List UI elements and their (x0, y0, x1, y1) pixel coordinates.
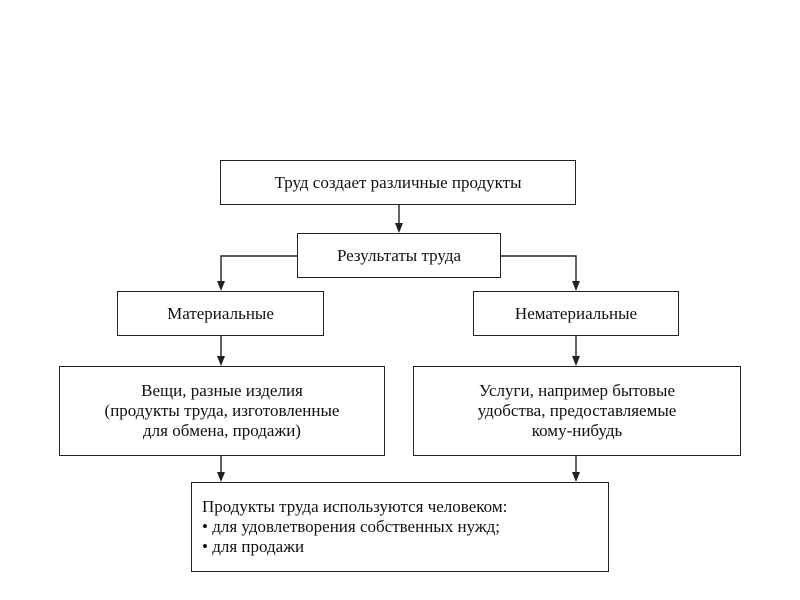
box-line: Услуги, например бытовые (478, 381, 676, 400)
usage-title: Продукты труда используются человеком: (202, 497, 508, 516)
box-nonmaterial-detail: Услуги, например бытовые удобства, предо… (413, 366, 741, 456)
usage-item: • для удовлетворения собственных нужд; (202, 517, 500, 536)
arrow-results-to-nonmaterial (501, 255, 577, 282)
box-text: Материальные (167, 303, 274, 323)
box-line: (продукты труда, изготовленные (104, 401, 340, 420)
box-line: кому-нибудь (531, 421, 623, 440)
box-line: удобства, предоставляемые (477, 401, 677, 420)
box-line: Вещи, разные изделия (141, 381, 303, 400)
arrow-results-to-material (220, 255, 297, 282)
box-text: Нематериальные (514, 303, 638, 323)
box-material-detail: Вещи, разные изделия (продукты труда, из… (59, 366, 385, 456)
box-text: Результаты труда (336, 245, 462, 265)
box-text: Труд создает различные продукты (274, 172, 522, 192)
box-line: для обмена, продажи) (143, 421, 301, 440)
box-labor-results: Результаты труда (297, 233, 501, 278)
box-labor-creates-products: Труд создает различные продукты (220, 160, 576, 205)
box-usage: Продукты труда используются человеком: •… (191, 482, 609, 572)
box-nonmaterial: Нематериальные (473, 291, 679, 336)
box-material: Материальные (117, 291, 324, 336)
usage-item: • для продажи (202, 537, 305, 556)
